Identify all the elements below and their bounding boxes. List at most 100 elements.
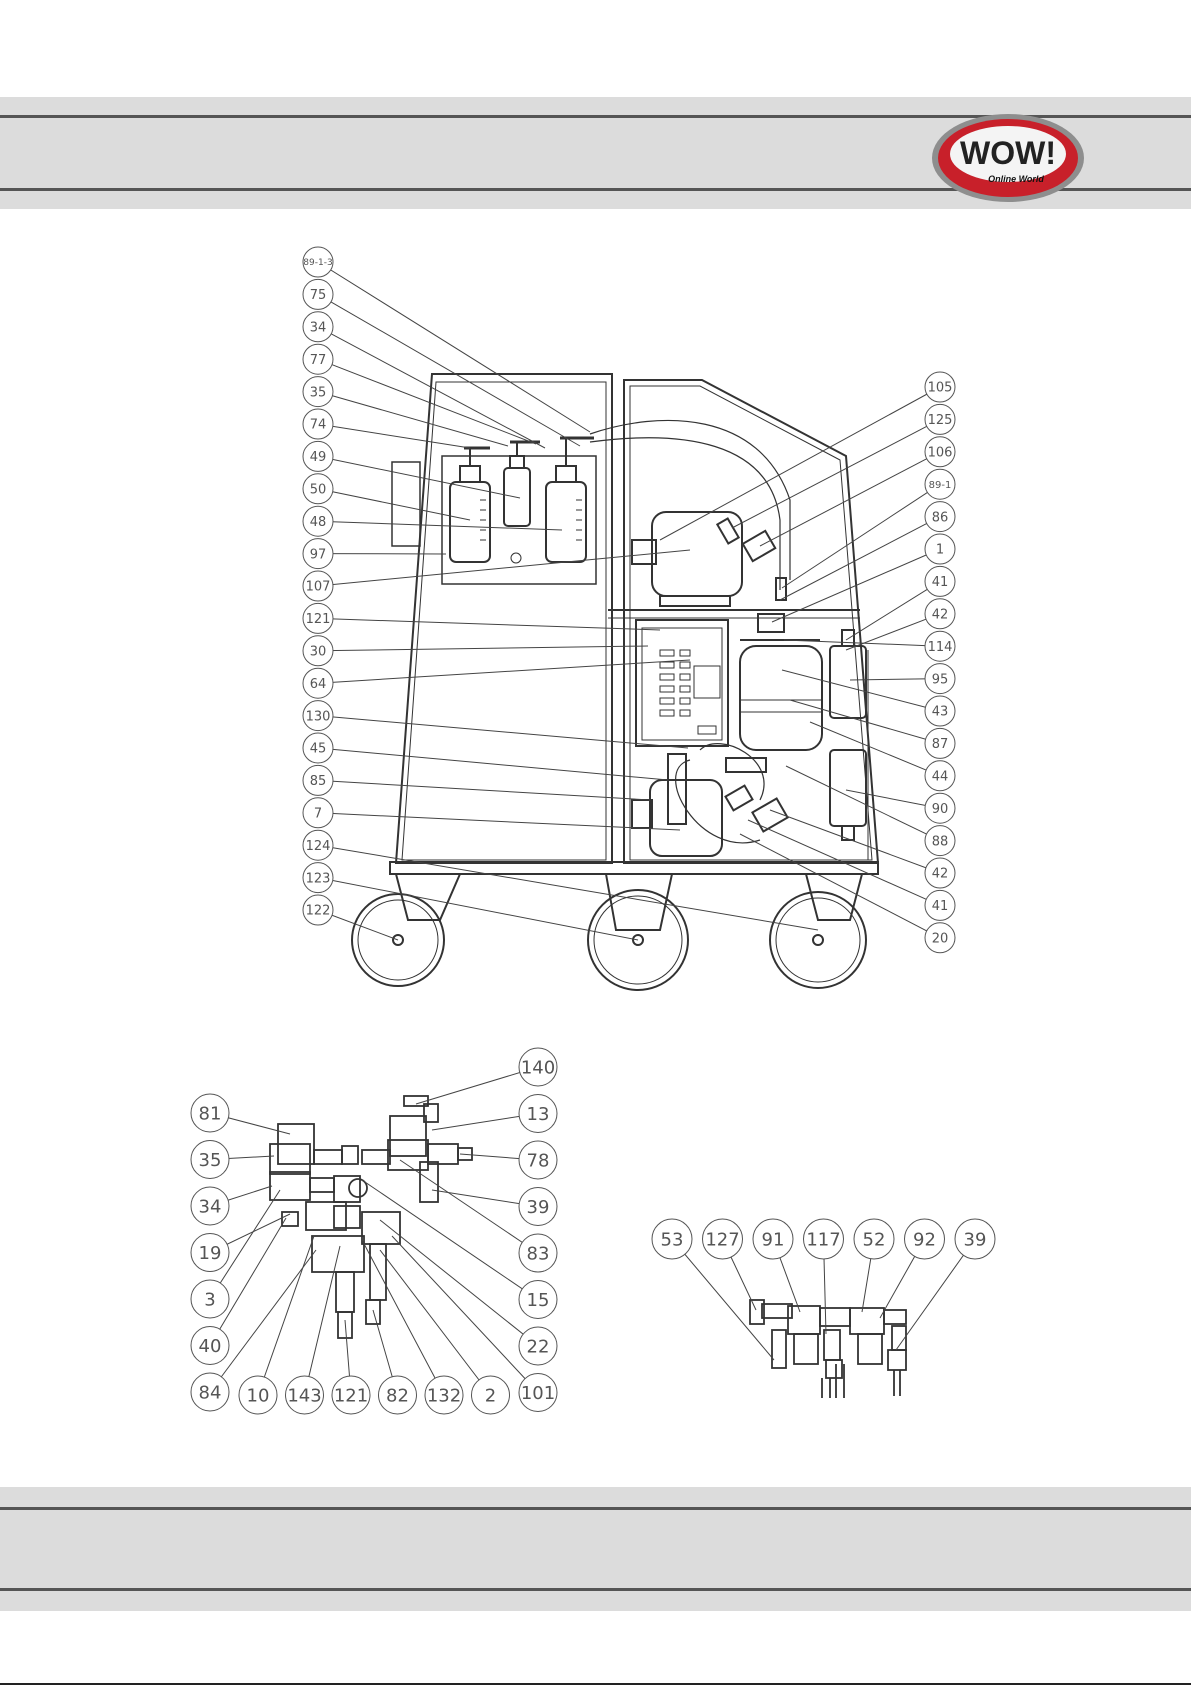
callout-label: 95 [932,672,949,687]
callout-label: 114 [928,640,953,655]
callout-label: 81 [199,1103,222,1124]
callout-label: 92 [913,1229,936,1250]
callout-label: 82 [386,1385,409,1406]
callout-label: 140 [521,1057,555,1078]
valve-callout-bottom-3: 82 [373,1310,417,1414]
main-callout-left-1: 75 [303,279,580,446]
callout-label: 123 [306,871,331,886]
callout-label: 39 [964,1229,987,1250]
main-callout-right-13: 90 [846,790,955,823]
callout-label: 87 [932,737,949,752]
callout-label: 10 [247,1385,270,1406]
callout-label: 30 [310,644,327,659]
valve-callout-left-2: 34 [191,1186,272,1225]
main-callout-left-0: 89-1-3 [303,247,590,432]
callout-label: 121 [306,612,331,627]
caster-left [352,874,460,986]
main-callout-left-16: 85 [303,765,650,800]
valve-callout-right-3: 39 [432,1188,557,1226]
caster-center [588,874,688,990]
main-callout-left-13: 64 [303,660,690,698]
callout-label: 43 [932,705,949,720]
bottle-left [450,482,490,562]
filter-callout-3: 117 [804,1219,844,1334]
callout-label: 83 [527,1243,550,1264]
callout-label: 2 [485,1385,496,1406]
callout-label: 48 [310,515,327,530]
callout-label: 49 [310,450,327,465]
callout-label: 89-1 [929,480,952,491]
main-callout-left-5: 74 [303,409,470,448]
callout-label: 41 [932,899,949,914]
callout-label: 78 [527,1150,550,1171]
valve-callout-right-2: 78 [460,1141,557,1179]
callout-label: 40 [199,1336,222,1357]
callout-label: 52 [863,1229,886,1250]
main-callout-left-3: 77 [303,344,536,444]
main-callout-right-2: 106 [760,437,955,546]
callout-label: 35 [199,1150,222,1171]
callout-label: 97 [310,547,327,562]
callout-label: 85 [310,774,327,789]
valve-callout-left-1: 35 [191,1141,274,1179]
main-callout-left-6: 49 [303,441,520,498]
bottle-panel [442,456,596,584]
callout-label: 50 [310,482,327,497]
callout-label: 121 [334,1385,368,1406]
filter-callout-4: 52 [854,1219,894,1312]
callout-label: 74 [310,418,327,433]
callout-label: 35 [310,385,327,400]
main-callout-left-12: 30 [303,636,648,666]
callout-label: 19 [199,1243,222,1264]
callout-label: 125 [928,413,953,428]
valve-block [270,1096,472,1338]
callout-label: 39 [527,1197,550,1218]
filter-callout-2: 91 [753,1219,800,1312]
cabinet-left-panel [396,374,612,863]
callout-label: 22 [527,1336,550,1357]
main-callout-left-8: 48 [303,506,562,536]
callout-label: 130 [306,709,331,724]
callout-label: 107 [306,580,331,595]
callout-label: 86 [932,510,949,525]
callout-label: 105 [928,381,953,396]
callout-label: 91 [762,1229,785,1250]
callout-label: 88 [932,834,949,849]
main-callout-left-20: 122 [303,895,398,940]
bottle-right [546,482,586,562]
main-callout-right-0: 105 [660,372,955,540]
callout-label: 143 [287,1385,321,1406]
main-callout-left-15: 45 [303,733,668,780]
callout-label: 132 [427,1385,461,1406]
main-callout-right-17: 20 [740,834,955,953]
callout-label: 75 [310,288,327,303]
callout-label: 117 [806,1229,840,1250]
callout-label: 77 [310,353,327,368]
vacuum-pump [652,512,742,596]
callout-label: 127 [705,1229,739,1250]
callout-label: 44 [932,769,949,784]
callout-label: 34 [199,1196,222,1217]
caster-right [770,874,866,988]
valve-callout-left-0: 81 [191,1094,290,1134]
callout-label: 122 [306,904,331,919]
callout-label: 90 [932,802,949,817]
valve-callout-right-1: 13 [432,1095,557,1133]
callout-label: 34 [310,320,327,335]
main-callout-left-18: 124 [303,830,818,930]
callout-label: 1 [936,543,944,558]
filter-lower [830,750,866,826]
callout-label: 101 [521,1383,555,1404]
callout-label: 124 [306,839,331,854]
main-callout-right-3: 89-1 [782,469,955,588]
callout-label: 84 [199,1382,222,1403]
callout-label: 3 [204,1289,215,1310]
filter-upper [830,646,866,718]
callout-label: 53 [661,1229,684,1250]
callout-label: 106 [928,445,953,460]
callout-label: 41 [932,575,949,590]
callout-label: 7 [314,806,322,821]
callout-label: 15 [527,1290,550,1311]
callout-label: 64 [310,677,327,692]
